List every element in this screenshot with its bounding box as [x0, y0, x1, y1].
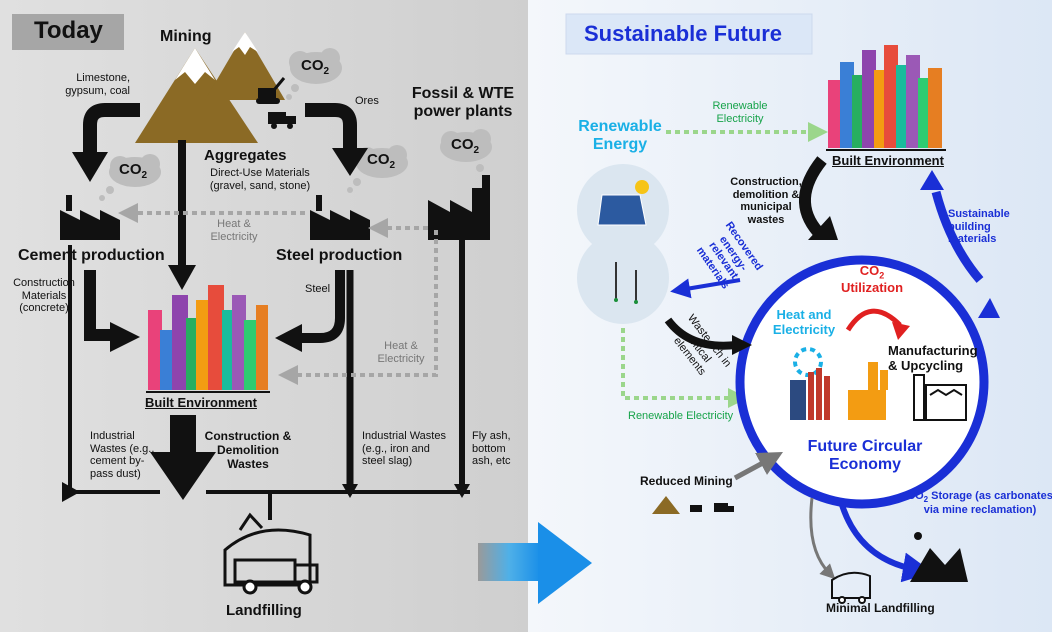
cement-factory-icon: [60, 195, 120, 240]
manufacturing-factory-icon: [913, 374, 967, 421]
fossil-plants-label: Fossil & WTE power plants: [411, 85, 515, 121]
mining-label: Mining: [160, 28, 212, 45]
power-plant-icon: [428, 175, 490, 240]
reduced-mining-label: Reduced Mining: [640, 474, 733, 488]
landfilling-label: Landfilling: [226, 602, 302, 619]
small-landfill-truck-icon: [831, 571, 871, 604]
cdw-label: Construction & Demolition Wastes: [204, 429, 292, 471]
circular-economy-arrowheads: [920, 170, 1000, 318]
industrial-wastes-steel-label: Industrial Wastes (e.g., iron and steel …: [362, 430, 446, 468]
steel-label: Steel: [305, 283, 331, 295]
renewable-electricity-arrows: [621, 122, 828, 408]
power-station-icon: [790, 368, 830, 420]
heat-electricity-label: Heat & Electricity: [210, 218, 258, 243]
co2-label: CO2: [451, 136, 480, 156]
co2-label: CO2: [119, 161, 148, 181]
mining-flow-arrows: [62, 103, 470, 520]
aggregates-label: Aggregates: [204, 147, 287, 164]
construction-wastes-label: Construction, demolition & municipal was…: [730, 176, 802, 226]
ores-label: Ores: [355, 95, 379, 107]
co2-cloud-icon: [286, 48, 342, 100]
steel-factory-icon: [310, 195, 370, 240]
landfill-truck-icon: [223, 512, 319, 595]
mountain-icon: [135, 32, 285, 143]
construction-materials-label: Construction Materials (concrete): [13, 277, 75, 315]
cement-production-label: Cement production: [18, 247, 165, 264]
renewable-electricity-top-label: Renewable Electricity: [712, 100, 768, 125]
minimal-landfilling-label: Minimal Landfilling: [826, 601, 935, 615]
sustainable-materials-label: Sustainable building materials: [948, 208, 1010, 246]
solar-panel-icon: [577, 164, 669, 256]
co2-storage-label: CO2 Storage (as carbonates via mine recl…: [907, 490, 1052, 517]
built-environment-future-label: Built Environment: [832, 153, 944, 168]
waste-flow-arrows: [664, 156, 838, 355]
co2-label: CO2: [367, 151, 396, 171]
heat-electricity-label: Heat & Electricity: [377, 340, 425, 365]
heat-electricity-dotted-arrows: [118, 203, 438, 385]
industrial-wastes-cement-label: Industrial Wastes (e.g., cement by-pass …: [90, 430, 155, 480]
mine-reclamation-icon: [910, 532, 968, 582]
renewable-energy-label: Renewable Energy: [578, 118, 662, 154]
excavator-icon: [256, 77, 286, 104]
truck-icon: [268, 112, 296, 129]
today-title-box: [12, 14, 124, 50]
co2-utilization-arrow: [845, 308, 902, 332]
built-environment-label: Built Environment: [145, 395, 257, 410]
refinery-icon: [848, 362, 888, 420]
heat-electricity-future-label: Heat and Electricity: [772, 307, 836, 337]
blue-flow-arrows: [670, 278, 933, 583]
co2-cloud-icon: [347, 145, 408, 193]
fly-ash-label: Fly ash, bottom ash, etc: [472, 430, 511, 468]
co2-cloud-icon: [99, 154, 161, 201]
transition-arrow: [478, 522, 592, 604]
city-skyline-icon: [828, 45, 942, 148]
limestone-label: Limestone, gypsum, coal: [65, 72, 130, 97]
direct-use-label: Direct-Use Materials (gravel, sand, ston…: [209, 167, 311, 192]
future-title: Sustainable Future: [584, 21, 783, 46]
reduced-mining-icons: [652, 496, 734, 514]
circular-economy-ring: [735, 255, 989, 509]
renewable-electricity-bottom-label: Renewable Electricity: [628, 410, 734, 422]
future-circular-economy-label: Future Circular Economy: [807, 438, 923, 474]
future-title-box: [565, 13, 813, 55]
co2-label: CO2: [301, 57, 330, 77]
today-title: Today: [34, 17, 103, 44]
city-skyline-icon: [148, 285, 268, 390]
co2-cloud-icon: [440, 129, 492, 172]
steel-production-label: Steel production: [276, 247, 403, 264]
manufacturing-upcycling-label: Manufacturing & Upcycling: [888, 343, 978, 373]
wind-turbine-icon: [577, 232, 669, 324]
